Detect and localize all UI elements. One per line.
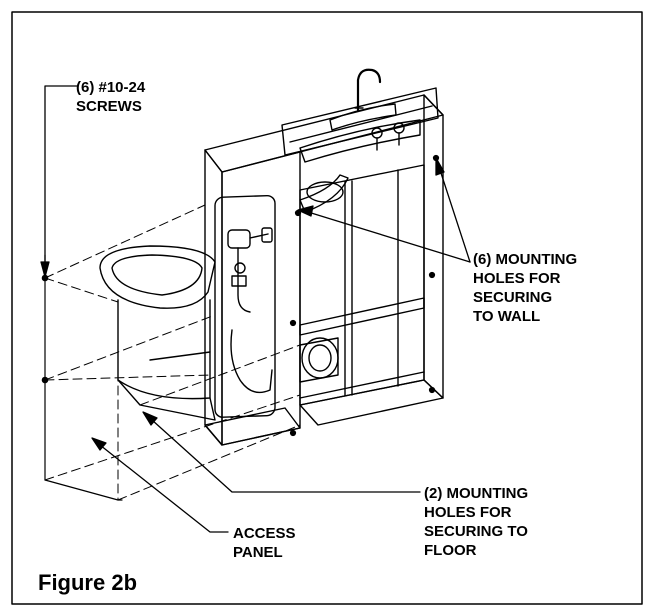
side-pipe: [230, 329, 273, 394]
pipe-elbow: [299, 174, 349, 213]
cabinet-base: [299, 379, 444, 426]
floor-holes-leader: [151, 419, 421, 493]
leader-lines: [40, 85, 471, 533]
floor-holes-callout-line-3: SECURING TO: [424, 523, 528, 540]
bowl-rim: [99, 245, 216, 309]
drain-outlet: [299, 337, 339, 383]
cabinet-unit: [204, 68, 444, 446]
screws-callout: (6) #10-24 SCREWS: [76, 78, 145, 116]
wash-basin: [299, 119, 421, 163]
side-opening: [214, 194, 276, 418]
wall-holes-callout: (6) MOUNTING HOLES FOR SECURING TO WALL: [473, 250, 577, 326]
toilet-bowl: [99, 245, 216, 421]
screws-callout-line-1: (6) #10-24: [76, 79, 146, 96]
cabinet-front-upright: [204, 149, 223, 446]
wall-mounting-holes: [289, 154, 440, 437]
wall-holes-callout-line-3: SECURING: [473, 289, 553, 306]
access-panel-callout-line-2: PANEL: [233, 544, 283, 561]
wall-holes-leader-1: [439, 169, 471, 263]
floor-holes-callout-line-2: HOLES FOR: [424, 504, 512, 521]
access-panel-shape: [117, 379, 216, 421]
faucet: [354, 68, 382, 112]
cabinet-right-side-panel: [423, 94, 444, 399]
figure-border: [11, 11, 643, 605]
projection-lines: [44, 204, 301, 501]
cabinet-backsplash: [281, 87, 439, 156]
access-panel-leader: [99, 444, 229, 533]
floor-holes-callout: (2) MOUNTING HOLES FOR SECURING TO FLOOR: [424, 484, 528, 560]
wall-screw-marks: [41, 274, 49, 384]
wall-holes-callout-line-4: TO WALL: [473, 308, 541, 325]
floor-holes-callout-line-4: FLOOR: [424, 542, 477, 559]
front-bottom-rail: [204, 407, 301, 446]
screws-callout-line-2: SCREWS: [76, 98, 142, 115]
flush-valve: [227, 227, 273, 313]
access-panel-callout: ACCESS PANEL: [233, 524, 296, 562]
access-panel-callout-line-1: ACCESS: [233, 525, 296, 542]
screws-leader: [44, 85, 79, 266]
figure-caption: Figure 2b: [38, 570, 138, 595]
wall-plane: [44, 254, 123, 501]
wall-holes-leader-2: [307, 211, 471, 263]
horizontal-brace: [299, 297, 425, 336]
floor-holes-callout-line-1: (2) MOUNTING: [424, 485, 529, 502]
push-buttons: [371, 122, 405, 151]
bowl-body: [117, 299, 211, 400]
wall-holes-callout-line-2: HOLES FOR: [473, 270, 561, 287]
wall-holes-callout-line-1: (6) MOUNTING: [473, 251, 578, 268]
